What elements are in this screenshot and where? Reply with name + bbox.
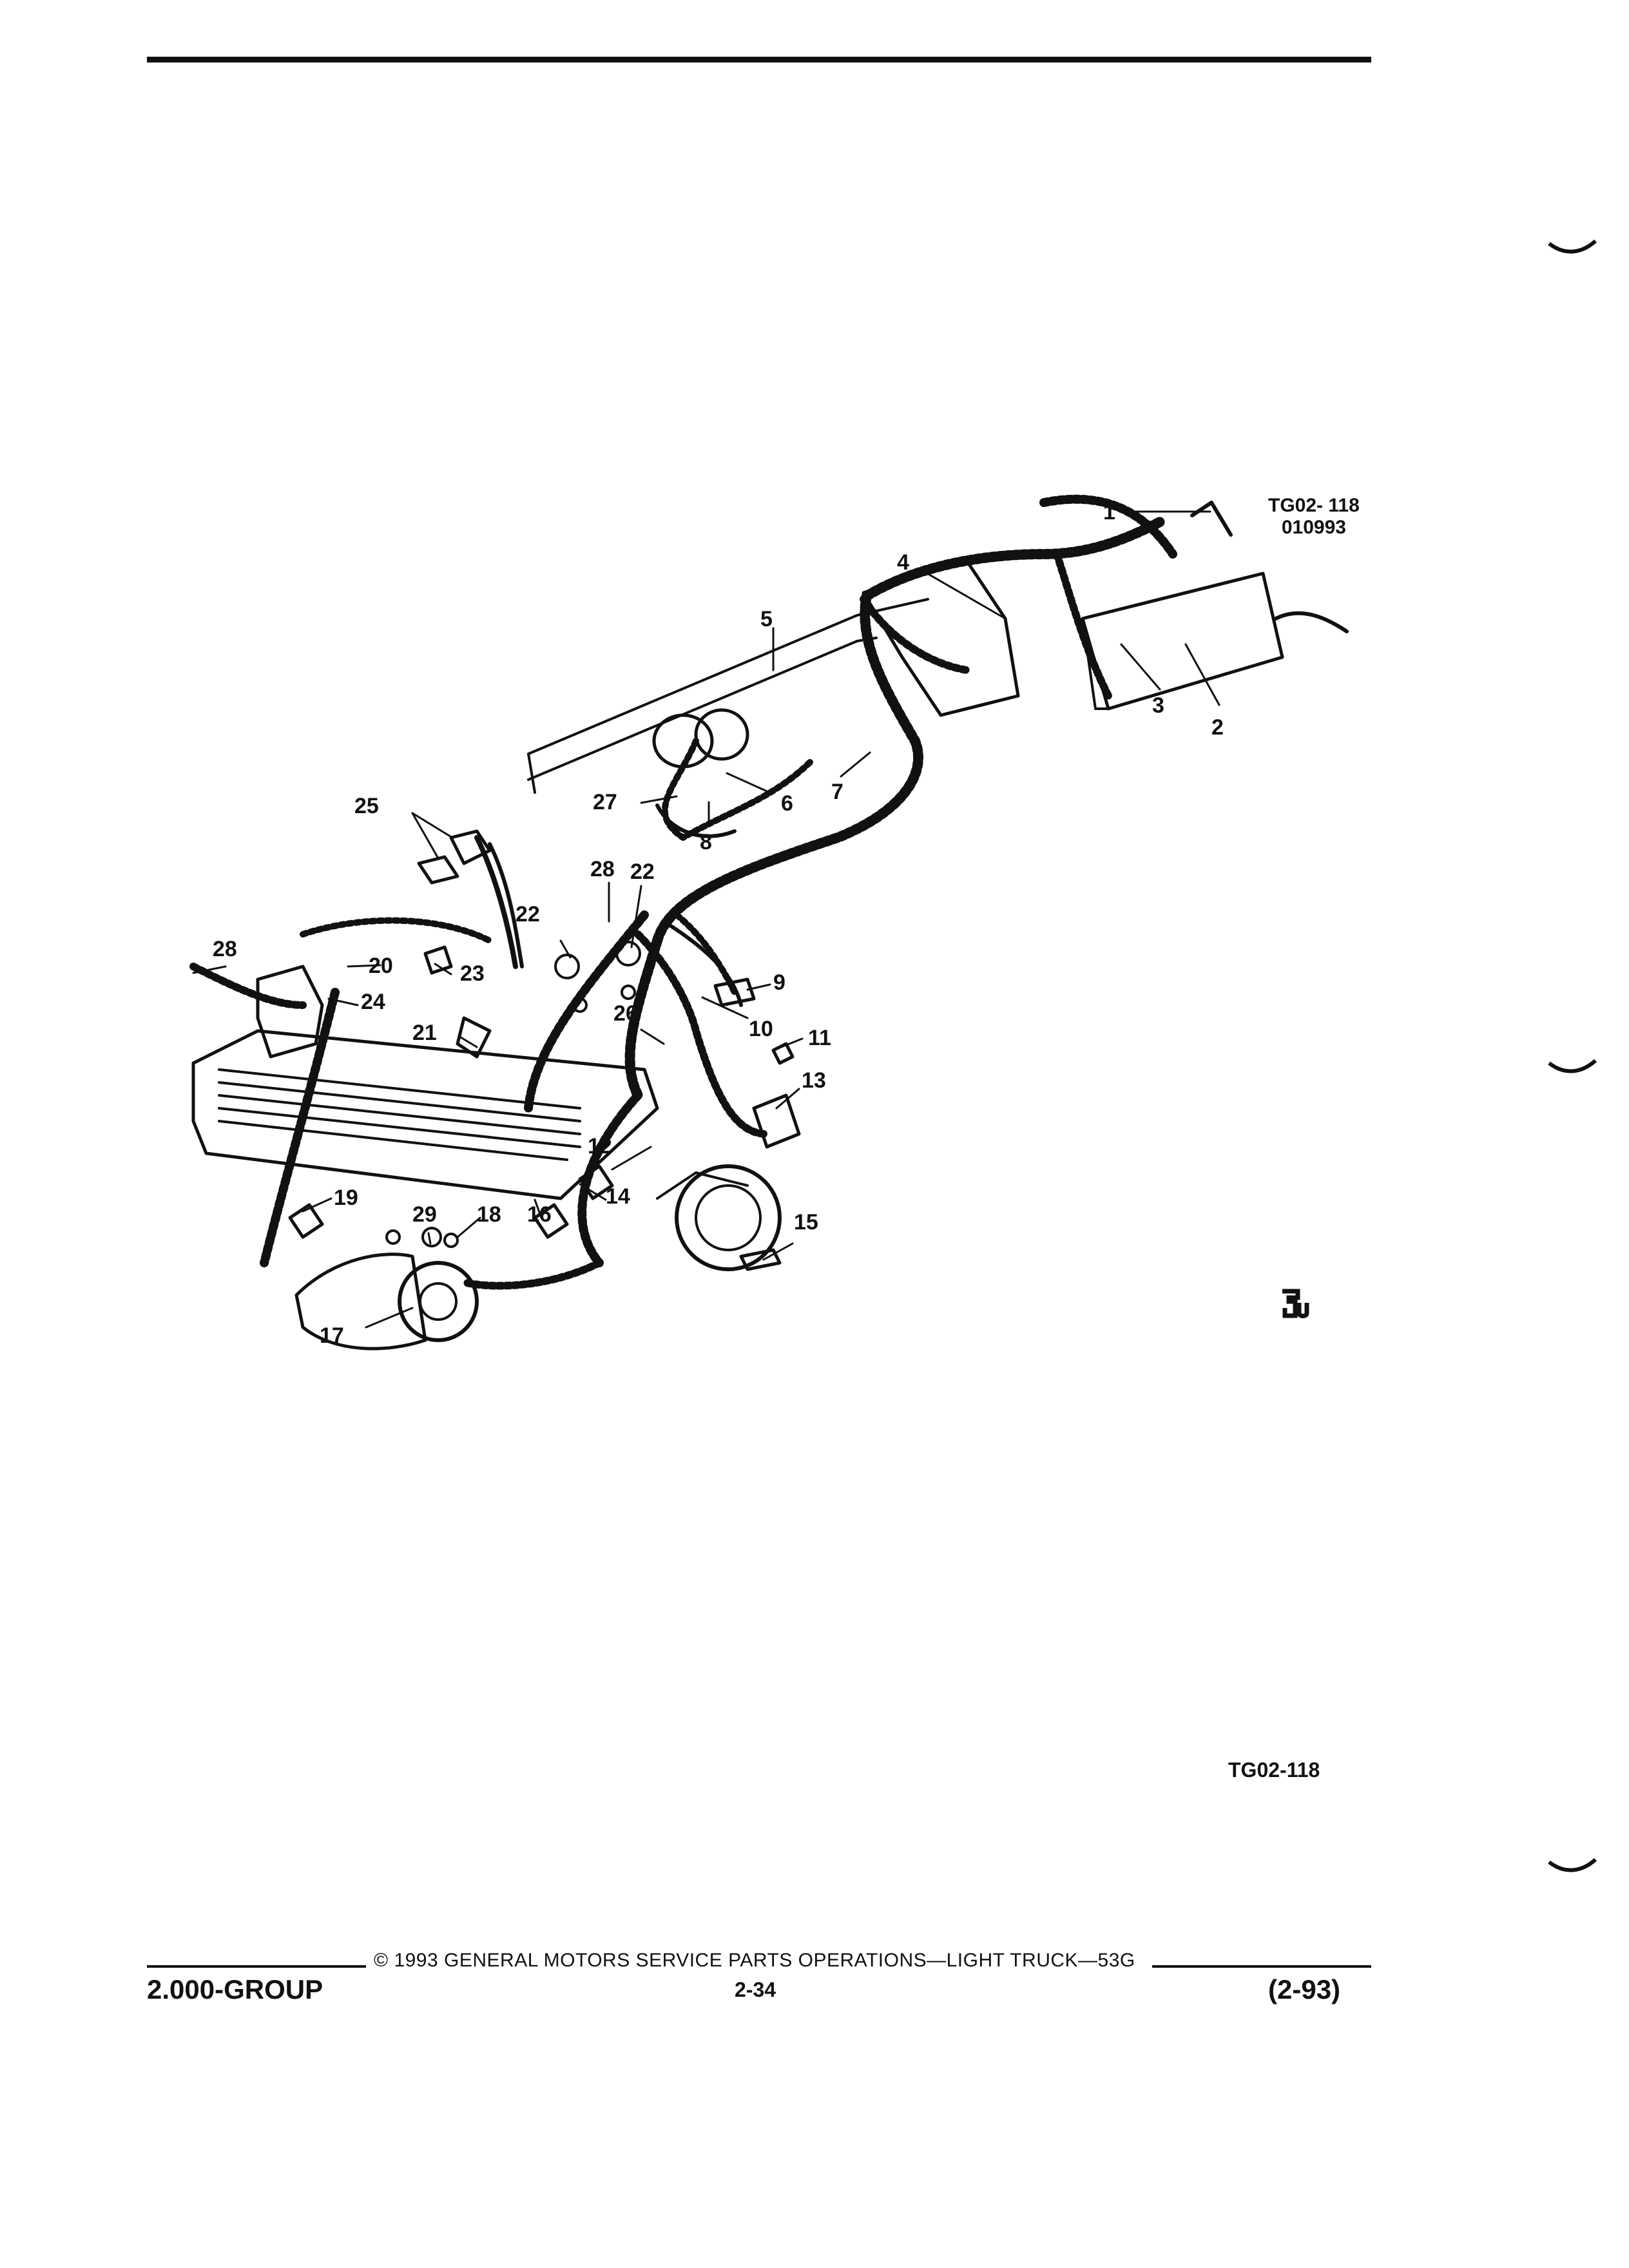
callout-3: 3 (1152, 693, 1164, 718)
callout-29: 29 (412, 1202, 437, 1227)
callout-19: 19 (334, 1186, 358, 1210)
figure-date-code: 010993 (1281, 517, 1346, 538)
callout-12: 12 (588, 1134, 612, 1158)
callout-7: 7 (831, 780, 843, 804)
callout-24: 24 (361, 990, 385, 1014)
footer-copyright: © 1993 GENERAL MOTORS SERVICE PARTS OPER… (374, 1950, 1135, 1971)
binding-mark-icon (1548, 1059, 1597, 1073)
callout-1: 1 (1103, 500, 1115, 524)
callout-28-upper: 28 (590, 857, 615, 881)
callout-5: 5 (760, 607, 773, 631)
callout-13: 13 (802, 1068, 826, 1093)
header-rule (147, 57, 1371, 62)
callout-21: 21 (412, 1021, 437, 1045)
callout-22-upper: 22 (630, 860, 655, 884)
callout-2: 2 (1211, 715, 1224, 740)
footer-rule-left (147, 1965, 366, 1968)
footer-group-label: 2.000-GROUP (147, 1974, 323, 2004)
callout-20: 20 (369, 954, 393, 978)
callout-8: 8 (700, 830, 712, 854)
callout-22-lower: 22 (516, 902, 540, 927)
callout-16: 16 (527, 1202, 552, 1227)
binding-mark-icon (1548, 239, 1597, 254)
callout-18: 18 (477, 1202, 501, 1227)
callout-15: 15 (794, 1210, 818, 1235)
callout-4: 4 (897, 550, 909, 575)
publisher-logo-icon (1282, 1289, 1309, 1318)
figure-code: TG02- 118 (1268, 495, 1360, 516)
callout-17: 17 (320, 1323, 344, 1348)
figure-code-bottom: TG02-118 (1228, 1758, 1320, 1782)
callout-10: 10 (749, 1017, 773, 1041)
callout-14: 14 (606, 1184, 630, 1209)
callout-9: 9 (773, 970, 786, 995)
footer-rule-right (1152, 1965, 1371, 1968)
figure-code-top: TG02- 118 010993 (1268, 495, 1360, 539)
callout-6: 6 (781, 791, 793, 816)
callout-25: 25 (354, 794, 379, 818)
callout-11: 11 (808, 1026, 831, 1050)
footer-revision-date: (2-93) (1268, 1974, 1341, 2004)
binding-mark-icon (1548, 1858, 1597, 1872)
callout-28-left: 28 (213, 937, 237, 961)
callout-26: 26 (613, 1001, 638, 1026)
callout-27: 27 (593, 790, 617, 814)
footer-page-number: 2-34 (735, 1978, 776, 2001)
callout-23: 23 (460, 961, 485, 986)
